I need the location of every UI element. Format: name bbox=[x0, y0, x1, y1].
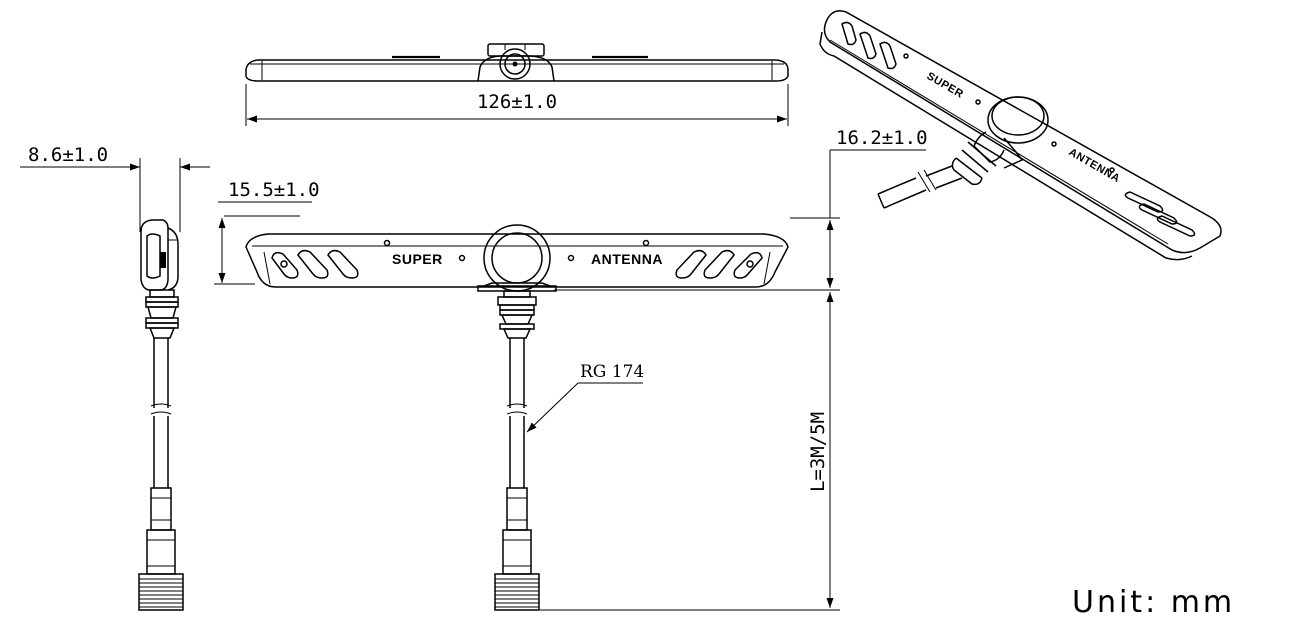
length-dimension: 126±1.0 bbox=[477, 91, 557, 113]
front-view: SUPER ANTENNA RG 174 bbox=[214, 127, 928, 611]
thickness-dimension: 8.6±1.0 bbox=[28, 144, 108, 166]
cable-length-dimension: L=3M/5M bbox=[807, 412, 829, 492]
total-height-dimension: 16.2±1.0 bbox=[836, 127, 928, 149]
side-view: 8.6±1.0 bbox=[20, 144, 210, 611]
iso-brand-text-left: SUPER bbox=[925, 70, 966, 101]
brand-text-right: ANTENNA bbox=[591, 251, 663, 267]
unit-label: Unit: mm bbox=[1072, 585, 1235, 620]
body-height-dimension: 15.5±1.0 bbox=[228, 179, 320, 201]
cable-type-label: RG 174 bbox=[580, 362, 644, 382]
top-view: 126±1.0 bbox=[245, 43, 789, 126]
brand-text-left: SUPER bbox=[392, 251, 443, 267]
